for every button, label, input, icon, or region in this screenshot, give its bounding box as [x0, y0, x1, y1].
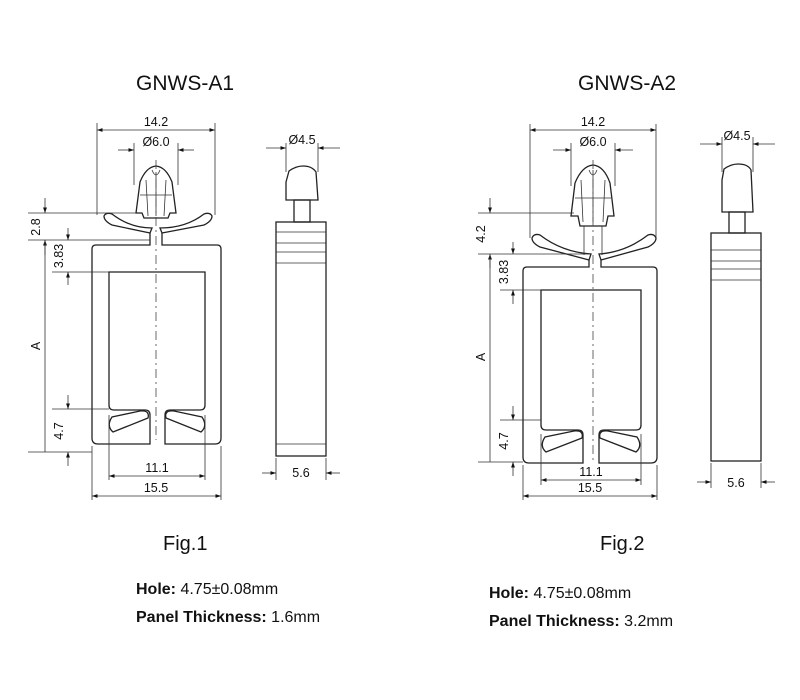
fig2-dim-side-width: 5.6 — [727, 476, 744, 490]
fig1-panel-label: Panel Thickness: — [136, 609, 267, 626]
fig1-dim-side-dia: Ø4.5 — [288, 133, 315, 147]
fig2-dim-side-dia: Ø4.5 — [723, 129, 750, 143]
fig2-front-view — [522, 160, 658, 464]
fig2-dim-head-dia: Ø6.0 — [579, 135, 606, 149]
fig1-dim-gap-height: 3.83 — [52, 244, 66, 268]
fig1-title: GNWS-A1 — [136, 72, 235, 95]
fig2-dim-length: A — [474, 352, 488, 361]
fig2-dim-foot-height: 4.7 — [497, 432, 511, 449]
fig2-side-view — [710, 163, 762, 462]
fig1-hole-spec: Hole: 4.75±0.08mm — [136, 581, 278, 599]
fig1-front-view — [91, 160, 222, 445]
fig1-dimensions: 14.2 Ø6.0 Ø4.5 2.8 3.83 A 4.7 11.1 15.5 … — [28, 115, 340, 500]
fig2-dim-inner-width: 11.1 — [579, 465, 602, 479]
fig1-left-wing — [103, 212, 153, 234]
fig2-rivet-head — [570, 164, 615, 227]
fig1-dim-outer-width: 15.5 — [144, 481, 168, 495]
fig2-title: GNWS-A2 — [578, 72, 677, 95]
fig1-dim-overall-width: 14.2 — [144, 115, 168, 129]
fig2-caption: Fig.2 — [600, 533, 645, 555]
fig1-right-slot — [165, 410, 206, 433]
fig2-left-wing — [531, 233, 592, 261]
fig1-dim-inner-width: 11.1 — [145, 461, 168, 475]
fig2-dim-outer-width: 15.5 — [578, 481, 602, 495]
fig2-panel-spec: Panel Thickness: 3.2mm — [489, 613, 673, 631]
fig2-dimensions: 14.2 Ø6.0 Ø4.5 4.2 3.83 A 4.7 11.1 15.5 … — [474, 115, 775, 500]
fig1-dim-foot-height: 4.7 — [52, 422, 66, 439]
fig1-dim-side-width: 5.6 — [292, 466, 309, 480]
fig1-side-view — [275, 165, 327, 457]
fig2-panel-label: Panel Thickness: — [489, 613, 620, 630]
fig2-dim-top-height: 4.2 — [474, 225, 488, 242]
fig1-clip-body — [91, 233, 222, 445]
fig1-dim-head-dia: Ø6.0 — [142, 135, 169, 149]
fig1-right-wing — [159, 212, 213, 234]
fig1-rivet-head — [135, 165, 177, 219]
fig1-panel-value: 1.6mm — [271, 609, 321, 626]
fig2-hole-value: 4.75±0.08mm — [533, 585, 632, 602]
fig2-dim-overall-width: 14.2 — [581, 115, 605, 129]
fig1-dim-top-height: 2.8 — [29, 218, 43, 235]
fig2-hole-label: Hole: — [489, 585, 529, 602]
fig2-clip-body — [522, 260, 658, 464]
fig2-hole-spec: Hole: 4.75±0.08mm — [489, 585, 631, 603]
fig2-panel-value: 3.2mm — [624, 613, 674, 630]
fig2-left-slot — [541, 430, 583, 453]
fig1-dim-length: A — [29, 341, 43, 350]
fig1-hole-value: 4.75±0.08mm — [180, 581, 279, 598]
fig2-right-slot — [599, 430, 641, 453]
fig2-dim-gap-height: 3.83 — [497, 260, 511, 284]
fig1-left-slot — [108, 410, 149, 433]
fig2-right-wing — [598, 233, 657, 261]
fig1-panel-spec: Panel Thickness: 1.6mm — [136, 609, 320, 627]
fig1-caption: Fig.1 — [163, 533, 208, 555]
fig1-hole-label: Hole: — [136, 581, 176, 598]
